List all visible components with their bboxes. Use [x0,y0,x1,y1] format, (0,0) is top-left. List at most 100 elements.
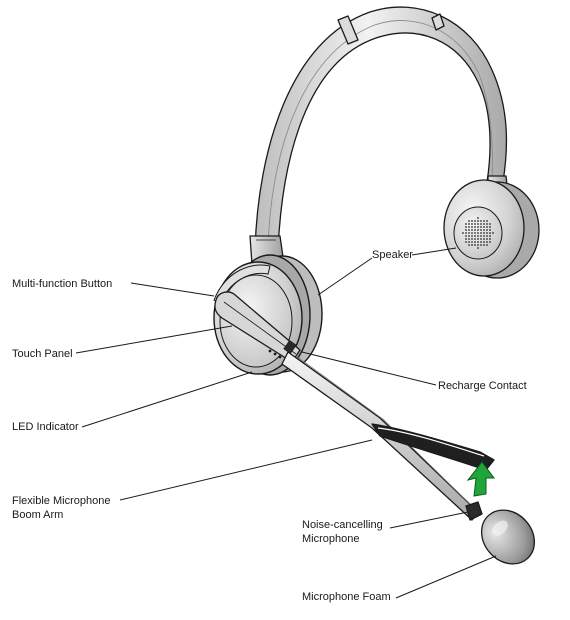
grille-dot [474,232,476,234]
grille-dot [483,223,485,225]
grille-dot [471,226,473,228]
grille-dot [486,226,488,228]
label-touch-panel: Touch Panel [12,348,73,360]
label-microphone-foam: Microphone Foam [302,591,391,603]
grille-dot [486,241,488,243]
grille-dot [483,229,485,231]
grille-dot [489,226,491,228]
grille-dot [468,244,470,246]
grille-dot [477,223,479,225]
grille-dot [471,241,473,243]
grille-dot [477,232,479,234]
grille-dot [477,238,479,240]
grille-dot [486,232,488,234]
grille-dot [471,238,473,240]
leader-foam [395,555,497,599]
grille-dot [486,235,488,237]
grille-dot [465,226,467,228]
leader-touch-panel [75,325,233,354]
grille-dot [471,223,473,225]
label-flexible-microphone-boom-arm: Flexible Microphone Boom Arm [12,495,111,521]
grille-dot [483,232,485,234]
label-multi-function-button: Multi-function Button [12,278,113,290]
grille-dot [471,220,473,222]
leader-speaker-cup [317,257,373,296]
grille-dot [477,220,479,222]
leader-multi-function [130,282,215,297]
grille-dot [474,244,476,246]
grille-dot [489,229,491,231]
grille-dot [483,244,485,246]
grille-dot [480,235,482,237]
microphone-foam [480,509,536,565]
grille-dot [474,241,476,243]
label-recharge-contact: Recharge Contact [438,380,527,392]
grille-dot [468,235,470,237]
grille-dot [471,229,473,231]
grille-dot [465,241,467,243]
grille-dot [480,229,482,231]
grille-dot [474,229,476,231]
grille-dot [483,238,485,240]
grille-dot [471,232,473,234]
grille-dot [480,220,482,222]
leader-recharge [301,351,437,386]
grille-dot [483,226,485,228]
grille-dot [480,244,482,246]
grille-dot [483,235,485,237]
grille-dot [477,235,479,237]
grille-dot [477,241,479,243]
grille-dot [480,223,482,225]
grille-dot [492,232,494,234]
grille-dot [468,223,470,225]
grille-dot [477,247,479,249]
grille-dot [483,220,485,222]
grille-dot [465,232,467,234]
grille-dot [483,241,485,243]
leader-lines [75,247,497,599]
right-ear-cup [443,179,540,279]
grille-dot [474,235,476,237]
grille-dot [489,223,491,225]
leader-speaker [411,247,457,256]
grille-dot [477,217,479,219]
leader-led [81,371,253,428]
grille-dot [468,229,470,231]
grille-dot [468,220,470,222]
grille-dot [465,235,467,237]
microphone-boom [214,291,495,521]
grille-dot [486,223,488,225]
grille-dot [489,241,491,243]
grille-dot [474,223,476,225]
grille-dot [474,226,476,228]
grille-dot [474,238,476,240]
grille-dot [477,226,479,228]
speaker-grille-icon [462,217,494,249]
grille-dot [486,244,488,246]
grille-dot [477,229,479,231]
green-arrow-icon [466,461,495,497]
grille-dot [462,232,464,234]
grille-dot [480,232,482,234]
grille-dot [486,229,488,231]
grille-dot [489,232,491,234]
grille-dot [489,238,491,240]
label-noise-cancelling-microphone: Noise-cancelling Microphone [302,519,383,545]
grille-dot [465,223,467,225]
grille-dot [471,235,473,237]
grille-dot [468,241,470,243]
grille-dot [474,220,476,222]
leader-noise-mic [389,511,469,529]
label-speaker: Speaker [372,249,413,261]
grille-dot [480,226,482,228]
grille-dot [465,229,467,231]
label-led-indicator: LED Indicator [12,421,79,433]
grille-dot [489,235,491,237]
grille-dot [477,244,479,246]
grille-dot [471,244,473,246]
grille-dot [468,226,470,228]
grille-dot [465,238,467,240]
grille-dot [486,238,488,240]
grille-dot [480,241,482,243]
